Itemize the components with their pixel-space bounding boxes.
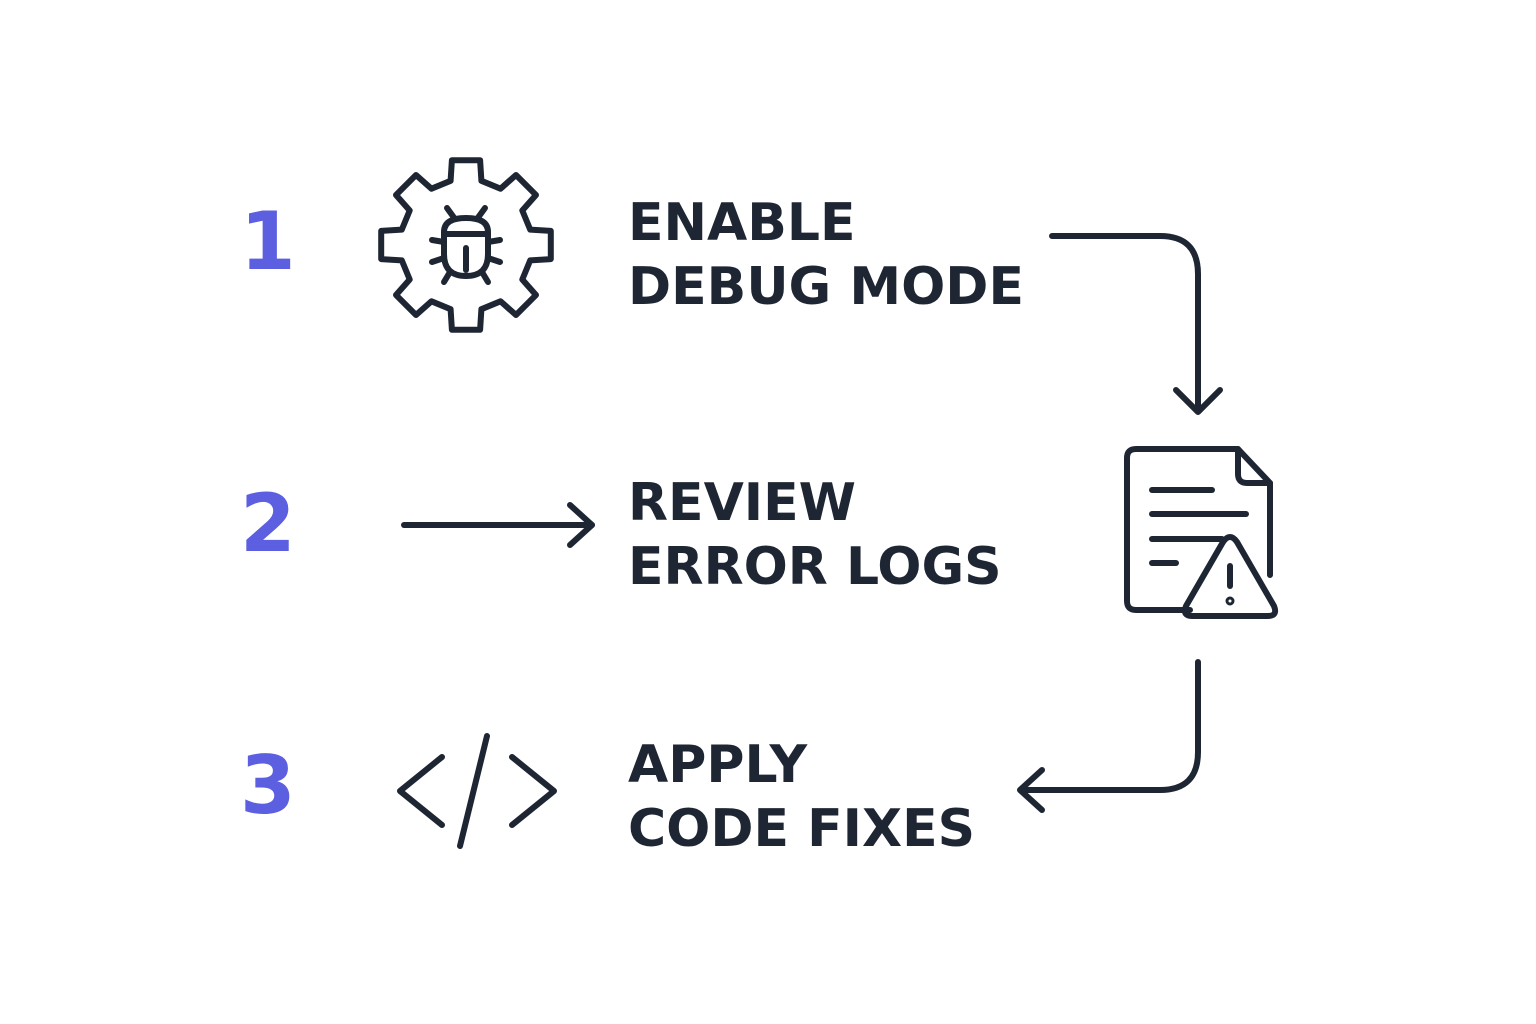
connector-arrow-left: [1017, 659, 1201, 813]
connector-arrow-down: [1049, 233, 1223, 415]
gear-bug-icon: [378, 157, 554, 333]
step-3-label: APPLY CODE FIXES: [628, 733, 975, 861]
step-1-number: 1: [240, 195, 296, 288]
gear-outline: [378, 157, 554, 333]
step-2-number: 2: [240, 477, 296, 570]
code-brackets-icon: [397, 733, 557, 849]
step-1-label-line-1: ENABLE: [628, 193, 856, 253]
step-2-label-line-1: REVIEW: [628, 473, 857, 533]
step-2-label: REVIEW ERROR LOGS: [628, 471, 1002, 599]
step-1-label-line-2: DEBUG MODE: [628, 257, 1024, 317]
step-3-label-line-2: CODE FIXES: [628, 799, 976, 859]
step-3-label-line-1: APPLY: [628, 735, 808, 795]
arrow-right-icon: [401, 502, 595, 548]
bug-icon: [429, 205, 503, 285]
step-2-label-line-2: ERROR LOGS: [628, 537, 1002, 597]
step-1-label: ENABLE DEBUG MODE: [628, 191, 1024, 319]
document-warning-icon: [1124, 446, 1279, 619]
step-3-number: 3: [240, 739, 296, 832]
